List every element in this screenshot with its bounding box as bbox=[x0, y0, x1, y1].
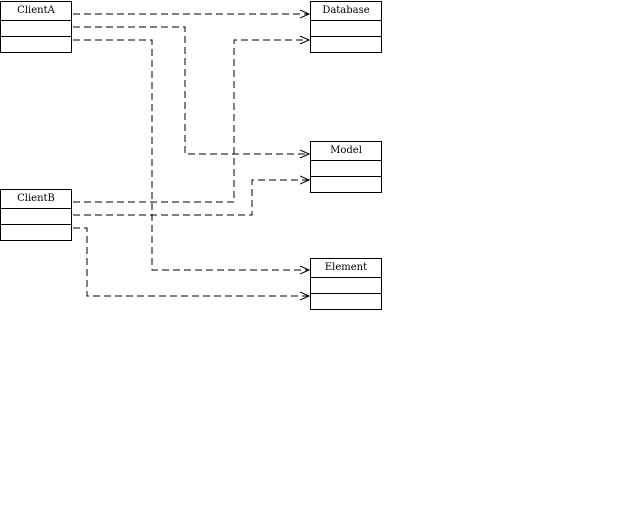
class-methods-section bbox=[311, 36, 381, 52]
connector-clientb-element bbox=[73, 227, 309, 296]
class-methods-section bbox=[311, 293, 381, 309]
class-name: Database bbox=[322, 5, 370, 16]
class-name: ClientA bbox=[17, 5, 55, 16]
class-box-element[interactable]: Element bbox=[310, 258, 382, 310]
class-name: Model bbox=[330, 145, 362, 156]
connector-clientb-database bbox=[73, 40, 309, 203]
class-box-database[interactable]: Database bbox=[310, 1, 382, 53]
connector-clienta-element bbox=[73, 39, 309, 270]
class-methods-section bbox=[311, 176, 381, 192]
class-attributes-section bbox=[1, 208, 71, 224]
class-methods-section bbox=[1, 36, 71, 52]
class-attributes-section bbox=[311, 160, 381, 176]
class-box-clientb[interactable]: ClientB bbox=[0, 189, 72, 241]
class-attributes-section bbox=[311, 277, 381, 293]
class-name: ClientB bbox=[17, 193, 55, 204]
class-name: Element bbox=[324, 262, 368, 273]
class-box-model[interactable]: Model bbox=[310, 141, 382, 193]
connector-clientb-model bbox=[73, 180, 309, 216]
class-methods-section bbox=[1, 224, 71, 240]
connector-clienta-model bbox=[73, 26, 309, 154]
class-box-clienta[interactable]: ClientA bbox=[0, 1, 72, 53]
class-attributes-section bbox=[311, 20, 381, 36]
class-attributes-section bbox=[1, 20, 71, 36]
